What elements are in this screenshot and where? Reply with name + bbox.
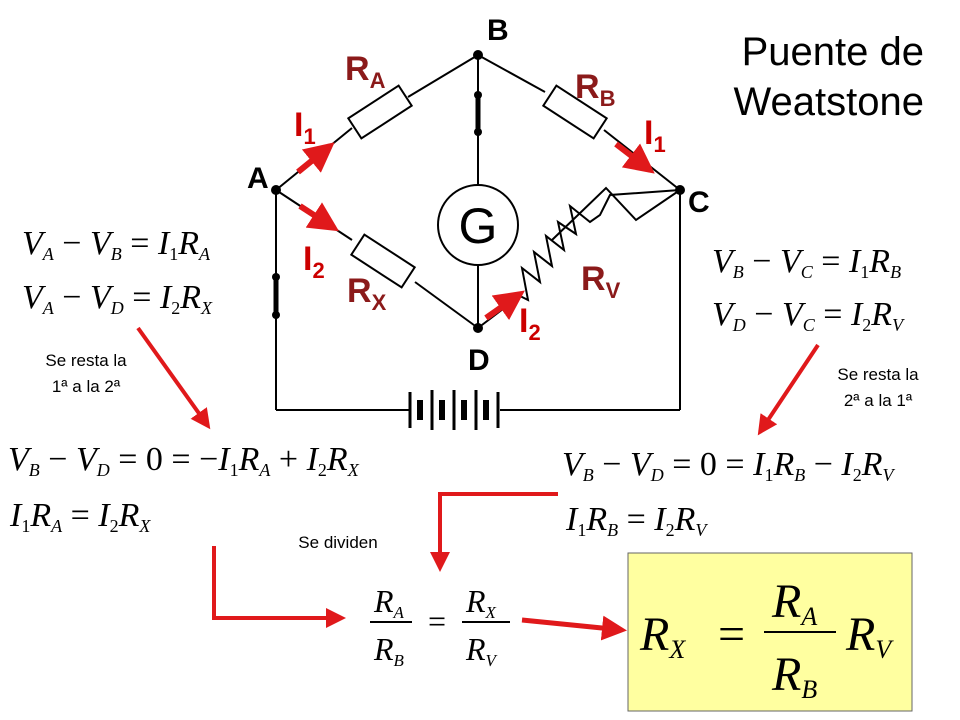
node-dots	[271, 50, 685, 333]
svg-text:VD − VC = I2RV: VD − VC = I2RV	[712, 296, 905, 335]
note-right-1: Se resta la	[837, 365, 919, 384]
galvanometer-label: G	[459, 198, 498, 254]
resistor-rx	[349, 233, 417, 289]
resistor-rb	[541, 84, 609, 140]
svg-text:RB: RB	[771, 648, 817, 704]
circuit	[275, 54, 681, 411]
label-i1-left: I1	[294, 106, 316, 149]
eq-mid-left-2: I1RA = I2RX	[9, 497, 151, 536]
title-line2: Weatstone	[734, 80, 925, 124]
rv-zigzag	[477, 189, 681, 329]
wire-marks	[273, 95, 481, 315]
label-rb: RB	[575, 68, 615, 111]
arrow-left-down	[136, 326, 211, 430]
label-rx: RX	[347, 272, 387, 315]
arrow-i1-right	[614, 141, 655, 174]
eq-left-1: VA − VB = I1RA	[22, 225, 211, 264]
title: Puente de Weatstone	[734, 30, 925, 124]
svg-text:RV: RV	[845, 608, 894, 664]
svg-text:VB − VC = I1RB: VB − VC = I1RB	[712, 243, 901, 282]
svg-text:VA − VB = I1RA: VA − VB = I1RA	[22, 225, 211, 264]
note-left-1: Se resta la	[45, 351, 127, 370]
svg-text:VB − VD = 0 = I1RB − I2RV: VB − VD = 0 = I1RB − I2RV	[562, 446, 896, 485]
svg-text:I1RB = I2RV: I1RB = I2RV	[565, 501, 708, 540]
svg-text:=: =	[718, 608, 745, 661]
flow-arrows	[136, 326, 820, 641]
title-line1: Puente de	[742, 30, 924, 74]
svg-text:=: =	[428, 603, 446, 639]
arrow-to-result	[521, 615, 627, 641]
svg-text:RA: RA	[771, 575, 817, 631]
label-i2-right: I2	[519, 302, 541, 345]
svg-text:RX: RX	[465, 583, 497, 622]
svg-text:RV: RV	[465, 631, 499, 670]
arrow-divide	[430, 492, 558, 572]
result-box: RX = RA RB RV	[627, 552, 913, 712]
arrow-right-down	[757, 343, 820, 436]
battery	[408, 390, 500, 430]
label-ra: RA	[345, 50, 386, 93]
arrow-i2-right	[484, 290, 525, 321]
eq-mid-right-2: I1RB = I2RV	[565, 501, 708, 540]
node-a: A	[247, 162, 269, 195]
resistor-ra	[346, 84, 414, 140]
wire-ra-b	[407, 54, 479, 98]
galvanometer: G	[437, 184, 519, 266]
label-rv: RV	[581, 260, 621, 303]
eq-mid-left-1: VB − VD = 0 = −I1RA + I2RX	[8, 441, 360, 480]
svg-text:RB: RB	[373, 631, 405, 670]
eq-right-1: VB − VC = I1RB	[712, 243, 901, 282]
svg-text:VA − VD = I2RX: VA − VD = I2RX	[22, 279, 213, 318]
svg-text:RX: RX	[639, 608, 686, 664]
eq-mid-right-1: VB − VD = 0 = I1RB − I2RV	[562, 446, 896, 485]
note-divide: Se dividen	[298, 533, 377, 552]
eq-right-2: VD − VC = I2RV	[712, 296, 905, 335]
node-c: C	[688, 186, 710, 219]
node-d: D	[468, 344, 490, 377]
eq-ratio: RA RB = RX RV	[370, 583, 510, 670]
svg-text:RA: RA	[373, 583, 405, 622]
wire-b-rb	[477, 54, 546, 93]
wire-rb-c	[603, 129, 681, 191]
wire-rx-d	[414, 281, 479, 329]
note-left-2: 1ª a la 2ª	[52, 377, 121, 396]
arrow-left-to-ratio	[212, 546, 346, 628]
current-arrows	[296, 141, 655, 321]
note-right-2: 2ª a la 1ª	[844, 391, 913, 410]
node-b: B	[487, 14, 509, 47]
rv-slider	[551, 186, 681, 241]
label-i2-left: I2	[303, 240, 325, 283]
arrow-i1-left	[296, 142, 335, 175]
label-i1-right: I1	[644, 114, 666, 157]
svg-text:VB − VD = 0 = −I1RA + I2RX: VB − VD = 0 = −I1RA + I2RX	[8, 441, 360, 480]
arrow-i2-left	[298, 202, 340, 232]
eq-left-2: VA − VD = I2RX	[22, 279, 213, 318]
svg-text:I1RA = I2RX: I1RA = I2RX	[9, 497, 151, 536]
